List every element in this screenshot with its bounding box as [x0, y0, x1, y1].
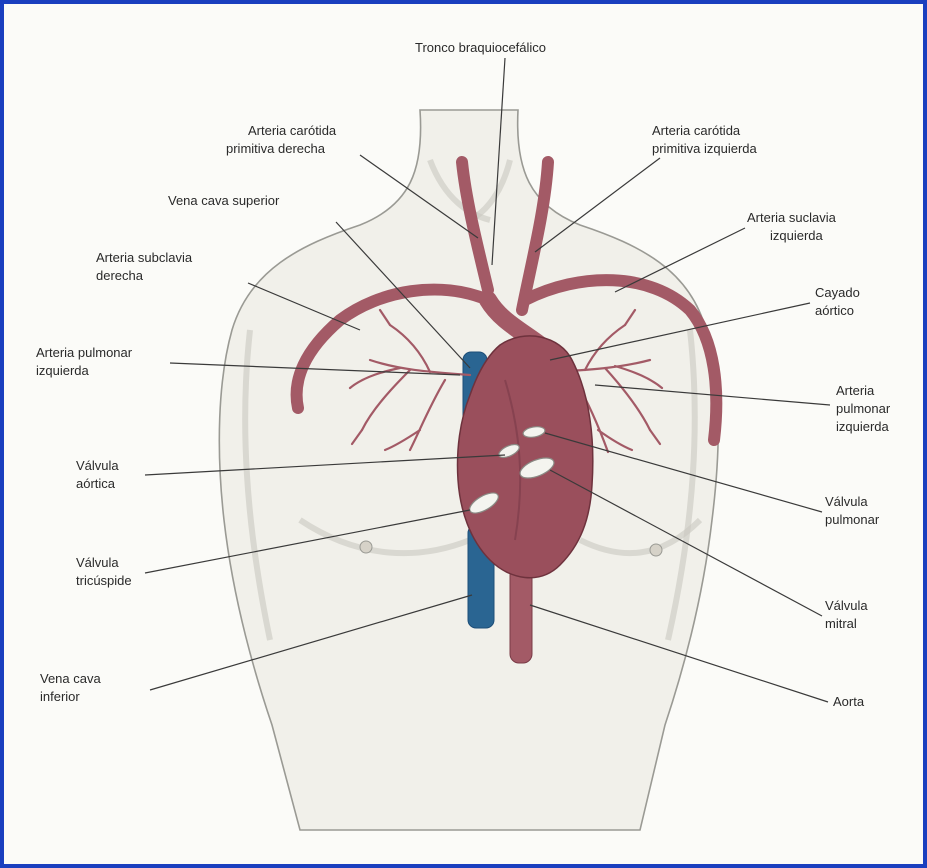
- label-carotida-izquierda-line1: Arteria carótida: [652, 123, 741, 138]
- label-pulmonar-izq-right-line1: Arteria: [836, 383, 875, 398]
- label-pulmonar-izq-left-line1: Arteria pulmonar: [36, 345, 133, 360]
- label-valvula-pulmonar-line2: pulmonar: [825, 512, 880, 527]
- label-tronco-braquiocefalico: Tronco braquiocefálico: [415, 40, 546, 55]
- left-nipple: [360, 541, 372, 553]
- label-valvula-aortica-line2: aórtica: [76, 476, 116, 491]
- label-valvula-aortica-line1: Válvula: [76, 458, 119, 473]
- label-subclavia-derecha-line2: derecha: [96, 268, 144, 283]
- right-nipple: [650, 544, 662, 556]
- label-subclavia-izquierda-line2: izquierda: [770, 228, 824, 243]
- label-pulmonar-izq-right-line2: pulmonar: [836, 401, 891, 416]
- label-cayado-line2: aórtico: [815, 303, 854, 318]
- label-subclavia-izquierda-line1: Arteria suclavia: [747, 210, 837, 225]
- label-valvula-mitral-line1: Válvula: [825, 598, 868, 613]
- label-vena-cava-inferior-line1: Vena cava: [40, 671, 101, 686]
- label-pulmonar-izq-left-line2: izquierda: [36, 363, 90, 378]
- label-valvula-tricuspide-line2: tricúspide: [76, 573, 132, 588]
- label-carotida-derecha-line2: primitiva derecha: [226, 141, 326, 156]
- label-vena-cava-inferior-line2: inferior: [40, 689, 80, 704]
- label-valvula-mitral-line2: mitral: [825, 616, 857, 631]
- label-cayado-line1: Cayado: [815, 285, 860, 300]
- label-valvula-pulmonar-line1: Válvula: [825, 494, 868, 509]
- label-vena-cava-superior: Vena cava superior: [168, 193, 280, 208]
- label-pulmonar-izq-right-line3: izquierda: [836, 419, 890, 434]
- label-carotida-derecha-line1: Arteria carótida: [248, 123, 337, 138]
- label-subclavia-derecha-line1: Arteria subclavia: [96, 250, 193, 265]
- label-valvula-tricuspide-line1: Válvula: [76, 555, 119, 570]
- label-carotida-izquierda-line2: primitiva izquierda: [652, 141, 758, 156]
- label-aorta: Aorta: [833, 694, 865, 709]
